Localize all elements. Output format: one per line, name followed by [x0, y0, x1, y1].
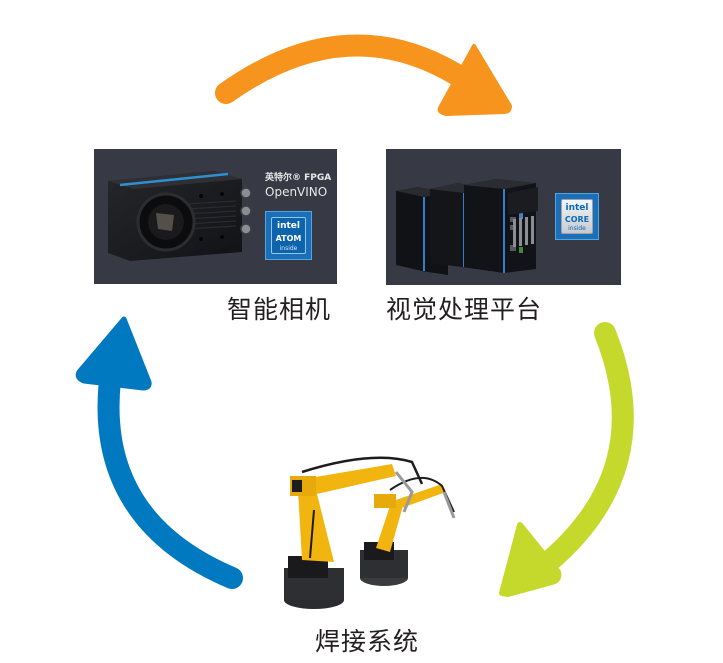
smart-camera-image: 英特尔® FPGA OpenVINO intel ATOM inside [94, 149, 337, 284]
openvino-logo: OpenVINO [265, 185, 328, 199]
welding-system-label: 焊接系统 [315, 627, 420, 656]
intel-logo: intel [565, 203, 589, 213]
inside-text: inside [568, 225, 586, 232]
camera-illustration [108, 171, 252, 261]
intel-atom-badge: intel ATOM inside [265, 211, 312, 260]
core-text: CORE [564, 215, 590, 224]
inside-text: inside [279, 245, 298, 252]
vision-platform-image: intel CORE inside [386, 149, 621, 285]
intel-core-badge: intel CORE inside [555, 193, 599, 240]
welding-robot-image [272, 450, 472, 615]
atom-text: ATOM [275, 234, 302, 243]
fpga-text: 英特尔® FPGA [265, 173, 332, 183]
intel-logo: intel [277, 221, 300, 231]
industrial-pc-illustration [396, 179, 538, 275]
smart-camera-label: 智能相机 [227, 295, 332, 324]
vision-platform-label: 视觉处理平台 [386, 295, 543, 324]
